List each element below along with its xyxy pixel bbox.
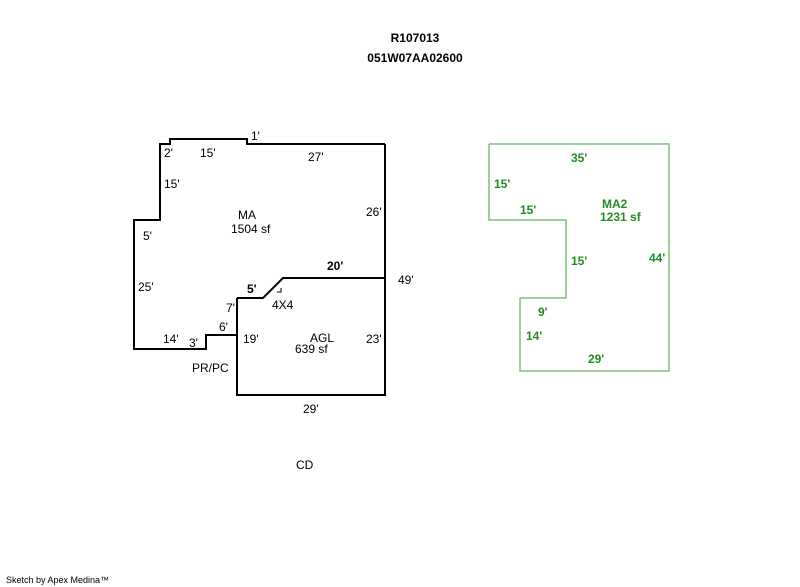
- cd-label: CD: [296, 458, 314, 472]
- dim-agl-bottom: 29': [303, 402, 319, 416]
- map-number: 051W07AA02600: [367, 51, 463, 65]
- porch-label: PR/PC: [192, 361, 229, 375]
- dim-ma-left-step: 5': [143, 229, 152, 243]
- dim-ma2-right: 44': [649, 251, 665, 265]
- dim-ma-bottom-left: 14': [163, 332, 179, 346]
- dim-ma-left-notch: 2': [164, 146, 173, 160]
- dim-ma2-left-upper: 15': [494, 177, 510, 191]
- dim-ma-left-lower: 25': [138, 280, 154, 294]
- dim-ma2-step-mid: 15': [571, 254, 587, 268]
- dim-ma-left-upper: 15': [164, 177, 180, 191]
- agl-area-size: 639 sf: [295, 342, 328, 356]
- ma-area-name: MA: [238, 208, 256, 222]
- corner-mark-icon: [277, 288, 282, 293]
- dim-ma2-top: 35': [571, 151, 587, 165]
- ma2-outline: [488, 143, 670, 372]
- ma-outline: [133, 138, 385, 350]
- dim-ma-total-right: 49': [398, 273, 414, 287]
- dim-ma-top-right: 27': [308, 150, 324, 164]
- dim-ma-top-step: 1': [251, 129, 260, 143]
- dim-ma-right-upper: 26': [366, 205, 382, 219]
- ma-area-size: 1504 sf: [231, 222, 271, 236]
- dim-ma-inner-left: 7': [226, 301, 235, 315]
- dim-ma-notch-top: 6': [219, 320, 228, 334]
- dim-ma-top-left: 15': [200, 146, 216, 160]
- ma2-area-name: MA2: [602, 197, 628, 211]
- agl-area-name: AGL: [310, 331, 334, 345]
- dim-agl-right: 23': [366, 332, 382, 346]
- corner-label: 4X4: [272, 298, 294, 312]
- dim-ma2-bottom: 29': [588, 352, 604, 366]
- agl-outline: [236, 144, 386, 396]
- dim-ma2-step-upper: 15': [520, 203, 536, 217]
- dim-ma2-step-lower: 9': [538, 305, 548, 319]
- dim-ma2-left-lower: 14': [526, 329, 542, 343]
- agl-top-outline: [237, 277, 385, 299]
- dim-agl-left: 19': [243, 332, 259, 346]
- footer-credit: Sketch by Apex Medina™: [6, 575, 109, 585]
- dim-agl-top: 20': [327, 259, 343, 273]
- parcel-id: R107013: [391, 31, 440, 45]
- dim-ma-inner-top: 5': [247, 282, 257, 296]
- ma2-area-size: 1231 sf: [600, 210, 642, 224]
- dim-ma-bottom-notch: 3': [189, 336, 198, 350]
